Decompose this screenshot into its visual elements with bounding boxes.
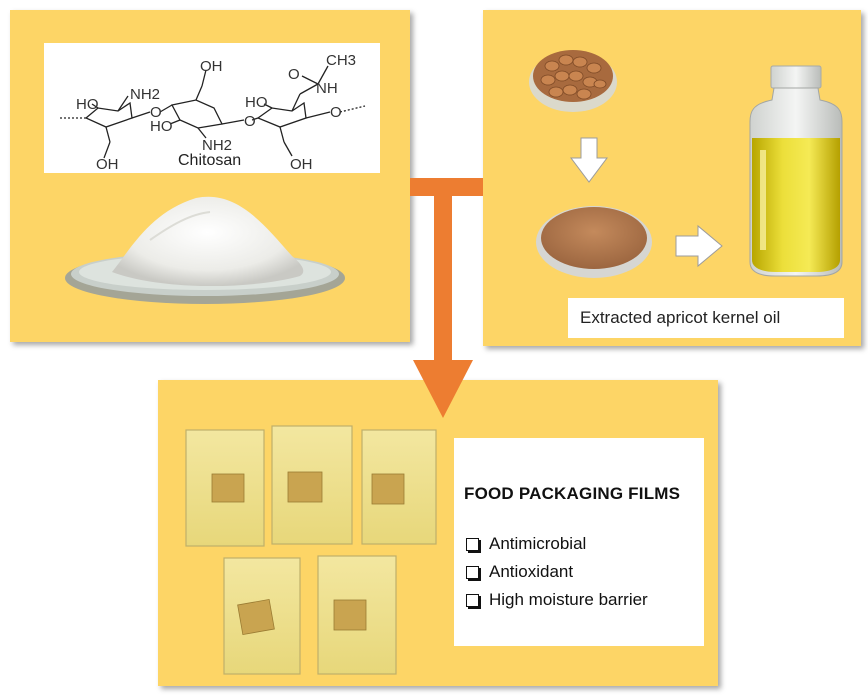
film-samples-image <box>185 425 437 675</box>
atom-ho-2: HO <box>150 118 173 135</box>
film-bag-2 <box>271 425 353 545</box>
oil-vial-image <box>749 65 843 277</box>
atom-o-3: O <box>330 104 342 121</box>
atom-oh-2: OH <box>96 156 119 173</box>
feature-antioxidant: Antioxidant <box>466 562 573 582</box>
atom-nh2-1: NH2 <box>130 86 161 103</box>
atom-nh: NH <box>316 80 338 97</box>
checkbox-icon <box>466 593 479 607</box>
atom-oh-3: OH <box>290 156 313 173</box>
film-bag-1 <box>185 429 265 547</box>
atom-ho-3: HO <box>245 94 268 111</box>
feature-label: High moisture barrier <box>489 590 648 609</box>
feature-moisture-barrier: High moisture barrier <box>466 590 648 610</box>
apricot-kernels-image <box>529 50 617 112</box>
down-arrow-white <box>570 137 608 183</box>
atom-oh-1: OH <box>200 58 223 75</box>
feature-antimicrobial: Antimicrobial <box>466 534 586 554</box>
film-bag-3 <box>361 429 437 545</box>
chitosan-powder-image <box>65 196 345 304</box>
feature-label: Antimicrobial <box>489 534 587 553</box>
films-text-box <box>454 438 704 646</box>
film-bag-4 <box>223 557 301 675</box>
atom-o-2: O <box>244 113 256 130</box>
apricot-caption-box <box>568 298 844 338</box>
atom-o-1: O <box>150 104 162 121</box>
films-title: FOOD PACKAGING FILMS <box>464 484 681 503</box>
atom-nh2-2: NH2 <box>202 137 233 154</box>
apricot-powder-image <box>536 206 652 278</box>
right-arrow-white <box>675 224 723 268</box>
checkbox-icon <box>466 537 479 551</box>
apricot-oil-caption: Extracted apricot kernel oil <box>580 308 781 327</box>
atom-ch3: CH3 <box>326 52 357 69</box>
atom-o-4: O <box>288 66 300 83</box>
chitosan-structure <box>60 65 366 159</box>
film-bag-5 <box>317 555 397 675</box>
checkbox-icon <box>466 565 479 579</box>
atom-ho-1: HO <box>76 96 99 113</box>
chitosan-label: Chitosan <box>178 152 242 169</box>
connector-arrow <box>410 178 483 418</box>
feature-label: Antioxidant <box>489 562 574 581</box>
